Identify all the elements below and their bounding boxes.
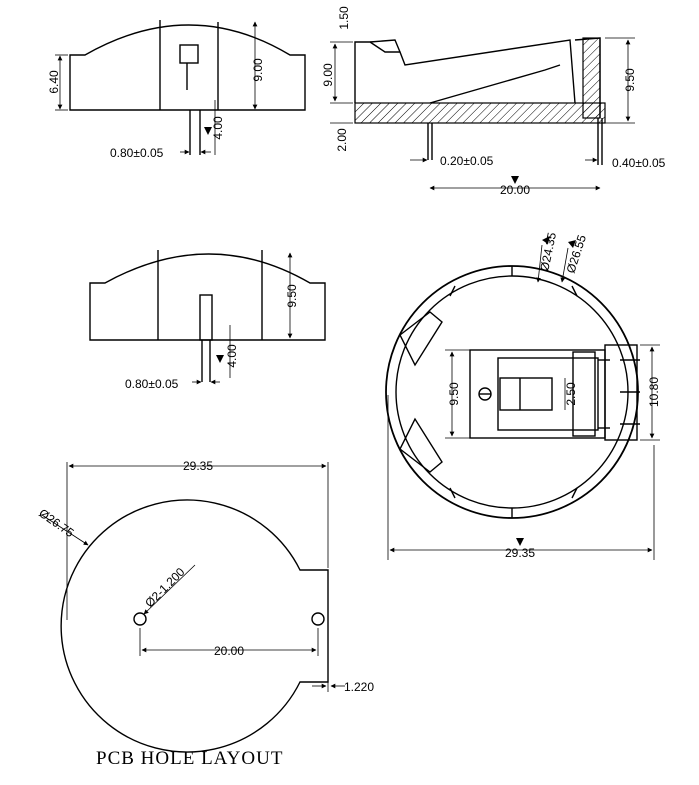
section-view: 1.50 9.00 2.00 9.50 0.20±0.05 0.40±0.05 … [321, 6, 666, 197]
dim-pcb-hole-spacing: 20.00 [214, 644, 244, 658]
dim-overall-width: 29.35 [505, 546, 535, 560]
top-view: 9.50 2.50 10.80 29.35 Ø24.35 Ø26.55 [385, 231, 661, 560]
dim-pcb-circle-diameter: Ø26.75 [36, 506, 77, 540]
dim-pin-length-2: 4.00 [225, 344, 239, 368]
pcb-hole-left [133, 612, 147, 626]
dim-pcb-tab-offset: 1.220 [344, 680, 374, 694]
dim-pin-width-2: 0.80±0.05 [125, 377, 179, 391]
pcb-layout-title: PCB HOLE LAYOUT [96, 748, 283, 769]
dim-inner-diameter: Ø24.35 [537, 231, 559, 273]
dim-pin-width: 0.80±0.05 [110, 146, 164, 160]
dim-pin-thickness-b: 0.40±0.05 [612, 156, 666, 170]
dim-pin-thickness-a: 0.20±0.05 [440, 154, 494, 168]
pcb-hole-right [311, 612, 325, 626]
dim-body-height: 9.00 [321, 63, 335, 87]
dim-pcb-hole-diameter: Ø2-1.200 [142, 565, 188, 611]
dim-top-height: 1.50 [337, 6, 351, 30]
side-view-2: 9.50 4.00 0.80±0.05 [89, 250, 326, 391]
dim-pin-spacing: 20.00 [500, 183, 530, 197]
dim-pcb-overall-width: 29.35 [183, 459, 213, 473]
side-view-1: 6.40 9.00 4.00 0.80±0.05 [47, 20, 306, 160]
dim-height-total: 9.00 [251, 58, 265, 82]
dim-slot-height: 9.50 [447, 382, 461, 406]
dim-slot-width: 2.50 [564, 382, 578, 406]
dim-base-height: 2.00 [335, 128, 349, 152]
dim-height-total-2: 9.50 [285, 284, 299, 308]
dim-pin-length: 4.00 [211, 116, 225, 140]
dim-outer-diameter: Ø26.55 [564, 233, 590, 275]
dim-total-height: 9.50 [623, 68, 637, 92]
pcb-layout: 29.35 Ø26.75 Ø2-1.200 20.00 1.220 PCB HO… [36, 459, 374, 769]
dim-tab-height: 10.80 [647, 377, 661, 407]
dim-height-body: 6.40 [47, 70, 61, 94]
